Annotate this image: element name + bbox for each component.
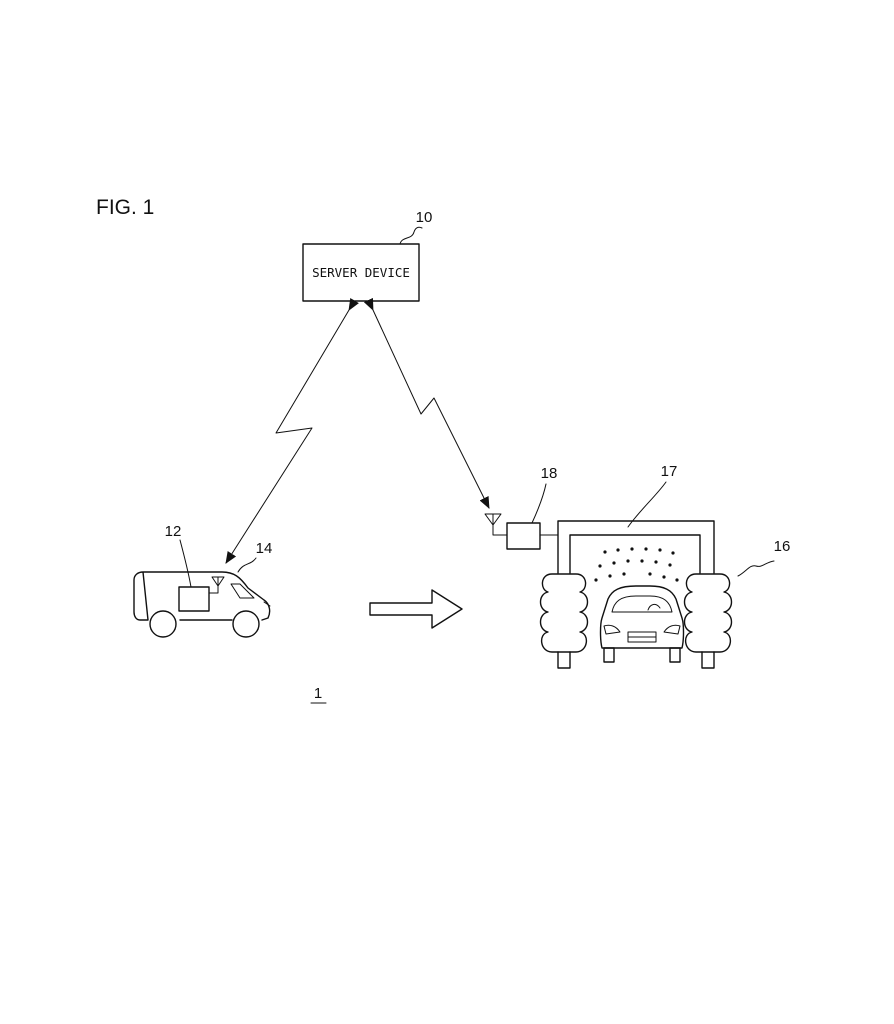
carwash-communication-unit: 18 bbox=[484, 465, 559, 550]
van-front-wheel bbox=[232, 610, 260, 638]
movement-arrow bbox=[369, 589, 463, 629]
washed-car-right-headlight bbox=[663, 624, 681, 635]
washed-car-left-headlight bbox=[603, 624, 621, 635]
onboard-antenna-icon bbox=[211, 576, 225, 587]
server-device: SERVER DEVICE 10 bbox=[302, 209, 433, 302]
gantry-leader bbox=[627, 481, 667, 528]
vehicle-ref: 14 bbox=[256, 540, 273, 557]
water-spray bbox=[594, 547, 679, 582]
gantry-outer bbox=[557, 520, 715, 574]
lightning-arrow-carwash bbox=[363, 297, 490, 509]
left-brush-post bbox=[557, 651, 571, 669]
server-device-leader bbox=[399, 226, 423, 245]
van-headlight bbox=[263, 601, 271, 607]
van-body bbox=[133, 571, 271, 621]
washed-car-right-wheel bbox=[669, 647, 681, 663]
lightning-arrow-vehicle bbox=[225, 297, 359, 564]
server-device-box bbox=[302, 243, 420, 302]
onboard-unit-ref: 12 bbox=[165, 523, 182, 540]
communication-antenna-wire bbox=[492, 524, 508, 536]
car-wash-leader bbox=[737, 560, 775, 577]
communication-unit-box bbox=[506, 522, 541, 550]
washed-car-seat bbox=[647, 603, 661, 611]
communication-antenna-icon bbox=[484, 513, 502, 526]
communication-unit-leader bbox=[531, 483, 547, 524]
right-brush-post bbox=[701, 651, 715, 669]
figure-title: FIG. 1 bbox=[96, 196, 154, 219]
onboard-unit-box bbox=[178, 586, 210, 612]
server-device-ref: 10 bbox=[416, 209, 433, 226]
car-wash-ref: 16 bbox=[774, 538, 791, 555]
wireless-link-vehicle bbox=[225, 297, 359, 564]
onboard-unit-leader bbox=[179, 539, 192, 588]
van-rear-wheel bbox=[149, 610, 177, 638]
washed-car-left-wheel bbox=[603, 647, 615, 663]
gantry-inner bbox=[569, 534, 701, 574]
vehicle-van: 12 14 bbox=[133, 523, 273, 638]
washed-car bbox=[599, 585, 685, 663]
system-ref: 1 bbox=[314, 685, 322, 702]
onboard-antenna-wire bbox=[208, 585, 219, 594]
right-brush bbox=[683, 573, 733, 653]
left-brush bbox=[539, 573, 589, 653]
van-window bbox=[230, 583, 255, 599]
gantry-ref: 17 bbox=[661, 463, 678, 480]
server-device-label: SERVER DEVICE bbox=[312, 265, 410, 280]
vehicle-leader bbox=[237, 557, 257, 573]
communication-unit-ref: 18 bbox=[541, 465, 558, 482]
washed-car-windshield bbox=[611, 595, 673, 613]
washed-car-body bbox=[599, 585, 685, 649]
wireless-link-carwash bbox=[363, 297, 490, 509]
car-wash-machine: 17 bbox=[539, 463, 791, 669]
